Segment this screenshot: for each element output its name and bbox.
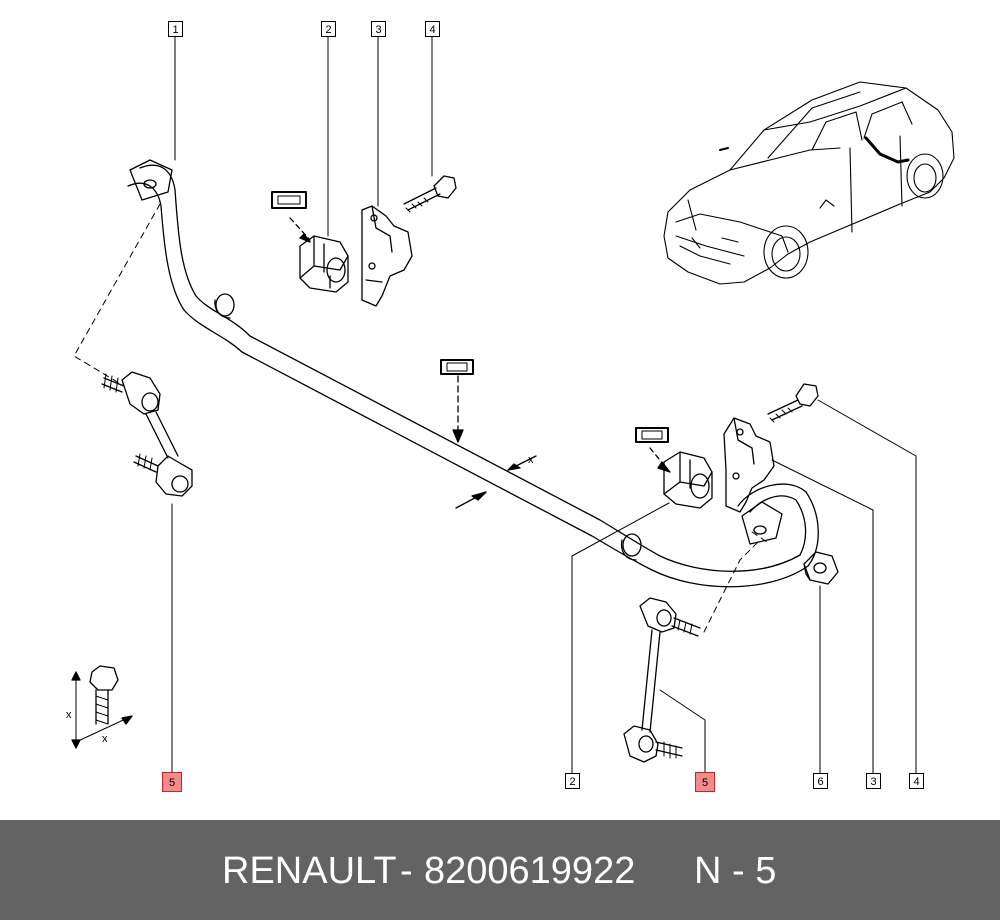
car-location-illustration: [663, 81, 955, 285]
link-rod-right: [623, 597, 701, 763]
callout-4-top: 4: [425, 21, 440, 37]
assembly-lines: [73, 203, 771, 633]
callout-2-bottom: 2: [565, 773, 580, 789]
dimension-label-bolt-vertical: x: [66, 709, 72, 721]
footer-position-ref: N - 5: [694, 850, 777, 892]
leader-lines: [171, 35, 917, 774]
nut: [803, 551, 839, 585]
callout-6: 6: [813, 773, 828, 789]
callout-2-top: 2: [321, 21, 336, 37]
part-info-footer: RENAULT - 8200619922 N - 5: [0, 820, 1000, 920]
exploded-parts-diagram: x x x: [66, 35, 955, 774]
footer-separator: -: [400, 850, 413, 892]
stabilizer-bar: [127, 159, 819, 588]
bolt-top: [403, 175, 457, 213]
callout-5-left-highlighted: 5: [162, 772, 182, 792]
callout-3-bottom: 3: [866, 773, 881, 789]
footer-part-number: 8200619922: [424, 850, 636, 892]
dimension-marker-bar: [455, 455, 537, 509]
grease-symbol-bottom: [635, 427, 671, 473]
bushing-top: [299, 235, 349, 293]
dimension-label-bar: x: [528, 454, 534, 466]
bushing-bottom: [663, 451, 713, 509]
callout-4-bottom: 4: [909, 773, 924, 789]
bracket-top: [361, 205, 413, 307]
bolt-bottom: [767, 383, 819, 423]
callout-5-right-highlighted: 5: [695, 772, 715, 792]
callout-1: 1: [168, 21, 183, 37]
dimension-label-bolt-diagonal: x: [102, 733, 108, 745]
grease-symbol-top: [271, 191, 311, 243]
bolt-dimension-detail: [71, 665, 133, 749]
bracket-bottom: [723, 417, 775, 513]
footer-brand: RENAULT: [222, 850, 397, 892]
link-rod-left: [101, 371, 193, 497]
grease-symbol-center: [440, 359, 474, 443]
callout-3-top: 3: [371, 21, 386, 37]
